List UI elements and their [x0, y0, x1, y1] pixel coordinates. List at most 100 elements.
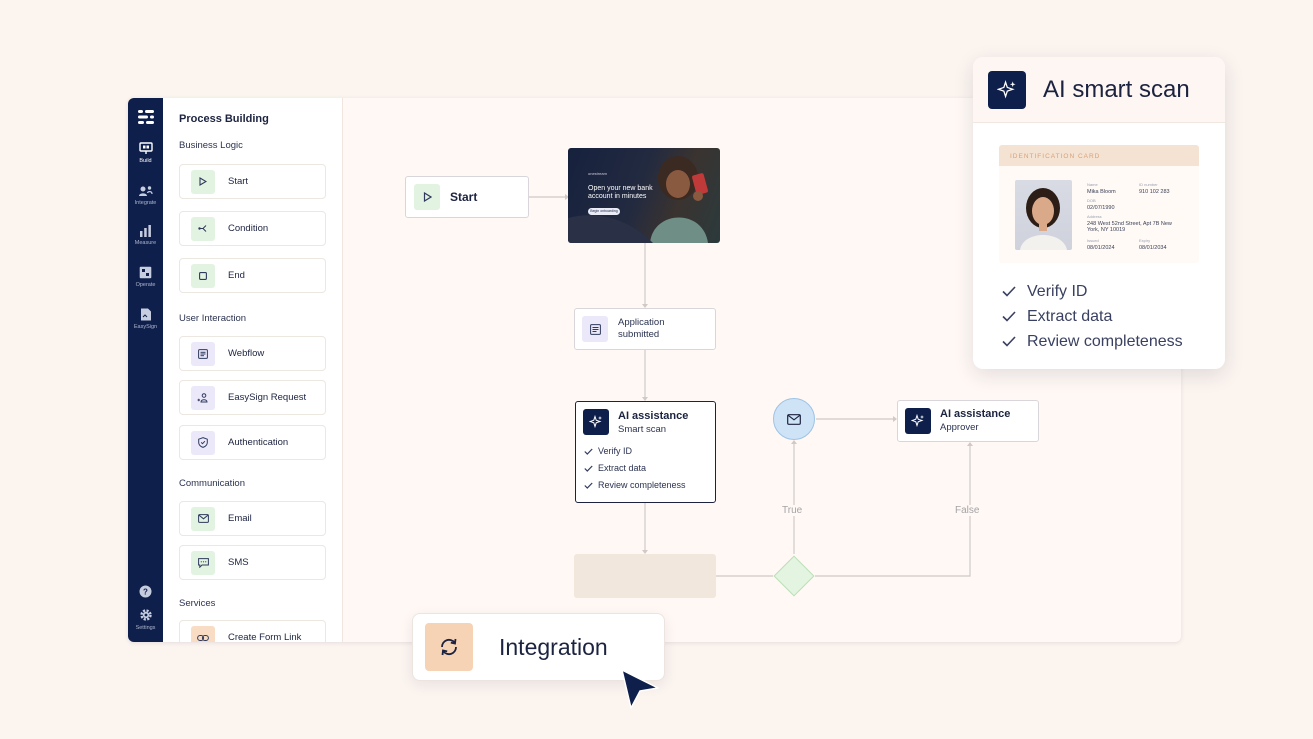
block-sms[interactable]: SMS — [179, 545, 326, 580]
check-item: Review completeness — [584, 480, 686, 490]
play-icon — [191, 169, 215, 194]
check-icon — [1002, 286, 1016, 297]
id-key: DOB — [1087, 198, 1096, 203]
block-email[interactable]: Email — [179, 501, 326, 536]
block-easysign-request[interactable]: EasySign Request — [179, 380, 326, 415]
rail-label: Operate — [135, 282, 156, 288]
block-label: Create Form Link — [228, 632, 302, 642]
id-value: Mika Bloom — [1087, 188, 1116, 195]
id-key: Issued — [1087, 238, 1099, 243]
scan-check-label: Verify ID — [1027, 282, 1088, 300]
webflow-preview-image[interactable]: onestream Open your new bank account in … — [568, 148, 720, 243]
envelope-icon — [787, 413, 801, 425]
check-label: Review completeness — [598, 480, 686, 490]
integrate-icon — [139, 186, 153, 196]
help-button[interactable]: ? — [128, 585, 163, 598]
block-label: SMS — [228, 557, 249, 568]
section-title-user-interaction: User Interaction — [179, 313, 247, 324]
panel-title: Process Building — [179, 113, 269, 125]
rail-item-build[interactable]: Build — [128, 142, 163, 164]
ai-node-title: AI assistance — [618, 410, 689, 422]
section-title-business-logic: Business Logic — [179, 140, 243, 151]
document-icon — [582, 316, 608, 342]
sparkle-icon — [988, 70, 1026, 109]
shield-check-icon — [191, 430, 215, 455]
rail-item-easysign[interactable]: EasySign — [128, 308, 163, 330]
condition-diamond[interactable] — [773, 555, 815, 597]
signature-icon — [191, 385, 215, 410]
rail-item-settings[interactable]: Settings — [128, 608, 163, 631]
check-label: Extract data — [598, 463, 647, 473]
ai-assistance-smart-scan-node[interactable]: AI assistance Smart scan Verify ID Extra… — [575, 401, 716, 503]
block-label: Start — [228, 176, 249, 187]
block-authentication[interactable]: Authentication — [179, 425, 326, 460]
rail-item-integrate[interactable]: Integrate — [128, 185, 163, 206]
id-card-header: IDENTIFICATION CARD — [999, 145, 1199, 166]
start-node[interactable]: Start — [405, 176, 529, 218]
block-label: End — [228, 270, 245, 281]
rail-label: Settings — [135, 625, 156, 631]
section-title-services: Services — [179, 598, 216, 609]
ai-node-subtitle: Smart scan — [618, 424, 667, 435]
application-node-label: Application submitted — [618, 317, 665, 340]
process-building-panel: Process Building Business Logic Start Co… — [163, 98, 343, 642]
true-branch-label: True — [780, 505, 805, 516]
block-label: Authentication — [228, 437, 289, 448]
block-start[interactable]: Start — [179, 164, 326, 199]
block-end[interactable]: End — [179, 258, 326, 293]
check-icon — [584, 482, 593, 489]
check-icon — [584, 448, 593, 455]
id-value: 08/01/2024 — [1087, 244, 1115, 251]
id-value: 910 102 283 — [1139, 188, 1170, 195]
id-value: 02/07/1990 — [1087, 204, 1115, 211]
hero-cta-button: Begin onboarding — [588, 208, 620, 215]
block-create-form-link[interactable]: Create Form Link — [179, 620, 326, 642]
rail-item-operate[interactable]: Operate — [128, 266, 163, 288]
ai-assistance-approver-node[interactable]: AI assistance Approver — [897, 400, 1039, 442]
block-condition[interactable]: Condition — [179, 211, 326, 246]
build-icon — [138, 142, 153, 154]
settings-gear-icon — [139, 609, 152, 621]
check-icon — [584, 465, 593, 472]
scan-check-item: Review completeness — [1002, 329, 1183, 354]
block-label: EasySign Request — [228, 392, 307, 403]
id-photo — [1015, 180, 1072, 250]
nav-rail: Build Integrate Measure Operate EasySign… — [128, 98, 163, 642]
sparkle-icon — [583, 409, 609, 435]
application-submitted-node[interactable]: Application submitted — [574, 308, 716, 350]
ai-node2-title: AI assistance — [940, 408, 1011, 420]
block-label: Webflow — [228, 348, 265, 359]
block-label: Email — [228, 513, 252, 524]
mouse-pointer-icon — [621, 669, 659, 709]
branch-icon — [191, 216, 215, 241]
sync-arrows-icon — [425, 623, 473, 671]
workflow-canvas[interactable]: Start onestream Open your new bank accou… — [343, 98, 1181, 642]
start-node-label: Start — [450, 190, 478, 204]
check-icon — [1002, 311, 1016, 322]
block-label: Condition — [228, 223, 269, 234]
email-node[interactable] — [773, 398, 815, 440]
logo-icon — [138, 110, 154, 124]
check-item: Extract data — [584, 463, 646, 473]
rail-item-measure[interactable]: Measure — [128, 225, 163, 246]
svg-text:?: ? — [143, 588, 148, 597]
envelope-icon — [191, 506, 215, 531]
id-value: 08/01/2034 — [1139, 244, 1167, 251]
check-icon — [1002, 336, 1016, 347]
operate-icon — [139, 266, 152, 279]
rail-label: Build — [139, 158, 152, 164]
check-label: Verify ID — [598, 446, 633, 456]
chat-bubble-icon — [191, 550, 215, 575]
integration-label: Integration — [499, 633, 608, 660]
check-item: Verify ID — [584, 446, 632, 456]
scan-card-title: AI smart scan — [1043, 75, 1190, 103]
block-webflow[interactable]: Webflow — [179, 336, 326, 371]
empty-drop-slot[interactable] — [574, 554, 716, 598]
